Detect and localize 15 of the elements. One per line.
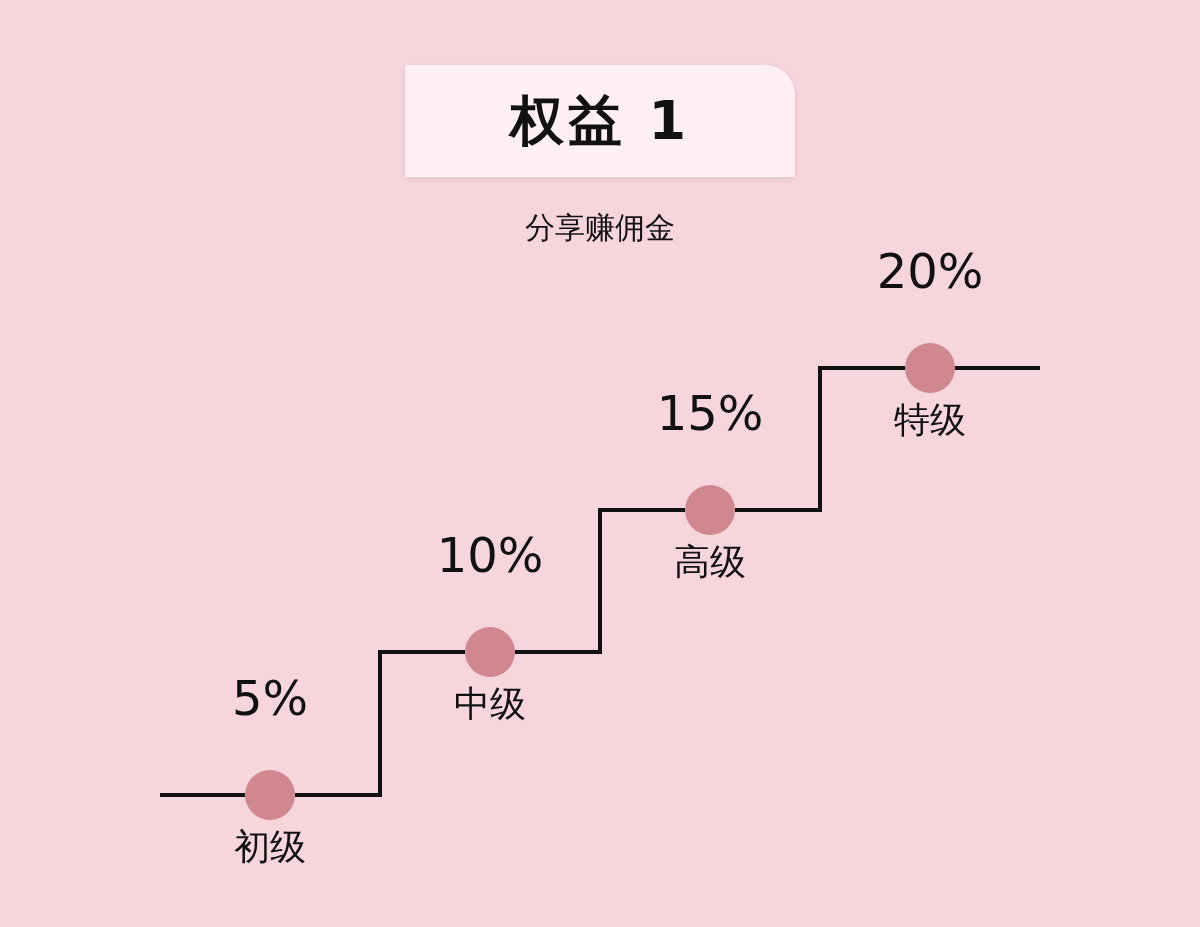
step-line — [160, 793, 245, 797]
step-line — [735, 366, 905, 512]
level-label: 中级 — [453, 682, 527, 726]
step-line — [295, 650, 465, 797]
percentage-text: 10% — [435, 527, 545, 583]
step-line — [515, 508, 685, 654]
percentage-text: 5% — [230, 670, 310, 726]
percentage-text: 15% — [655, 385, 765, 441]
step-line — [955, 366, 1040, 370]
level-label: 特级 — [893, 398, 967, 442]
level-label: 初级 — [233, 825, 307, 869]
level-label: 高级 — [673, 540, 747, 584]
title-box: 权益 1 — [405, 65, 795, 177]
subtitle-text: 分享赚佣金 — [524, 209, 676, 247]
percentage-text: 20% — [875, 243, 985, 299]
